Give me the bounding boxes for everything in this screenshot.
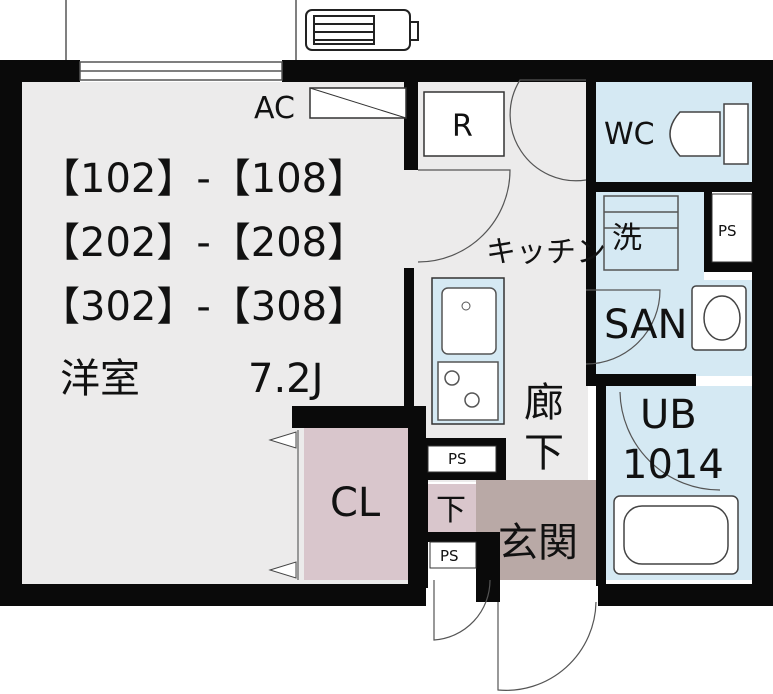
western-room-label: 洋室 <box>60 356 140 402</box>
refrigerator-space <box>423 91 505 157</box>
corridor-label-2: 下 <box>524 430 564 476</box>
ac-label: AC <box>254 91 295 126</box>
refrigerator-label: R <box>452 109 473 144</box>
toilet-fixture <box>669 103 749 165</box>
unit-range-1: 【102】-【108】 <box>40 156 367 202</box>
unit-range-3: 【302】-【308】 <box>40 284 367 330</box>
outdoor-ac-unit <box>305 9 419 51</box>
closet-doors <box>268 430 299 580</box>
washer-space <box>603 195 679 271</box>
bathtub <box>613 495 739 575</box>
ps-box-washer <box>711 193 753 263</box>
washer-floor <box>596 190 704 280</box>
ps-box-entrance <box>427 445 497 473</box>
closet-label: CL <box>330 480 381 526</box>
unit-range-2: 【202】-【208】 <box>40 220 367 266</box>
kitchen-counter <box>431 277 505 425</box>
ps-box-bottom <box>429 541 477 569</box>
washer-label: 洗 <box>612 221 642 256</box>
western-room-size: 7.2J <box>248 356 323 402</box>
closet-floor <box>304 428 408 580</box>
shoe-storage-floor <box>428 484 476 532</box>
toilet-label: WC <box>604 117 655 152</box>
kitchen-label: キッチン <box>486 235 606 270</box>
corridor-label-1: 廊 <box>524 380 564 426</box>
walls <box>0 60 773 606</box>
sanitary-label: SAN <box>604 302 687 348</box>
ps-label-washer: PS <box>718 222 737 240</box>
door-swings <box>417 79 721 691</box>
entrance-label: 玄関 <box>498 520 578 566</box>
shoe-storage-label: 下 <box>436 493 466 528</box>
balcony-window <box>65 0 297 81</box>
unit-bath-size: 1014 <box>622 442 724 488</box>
ps-label-entrance: PS <box>448 450 467 468</box>
ps-label-bottom: PS <box>440 547 459 565</box>
unit-bath-label: UB <box>640 392 697 438</box>
vanity-sink <box>691 285 747 351</box>
